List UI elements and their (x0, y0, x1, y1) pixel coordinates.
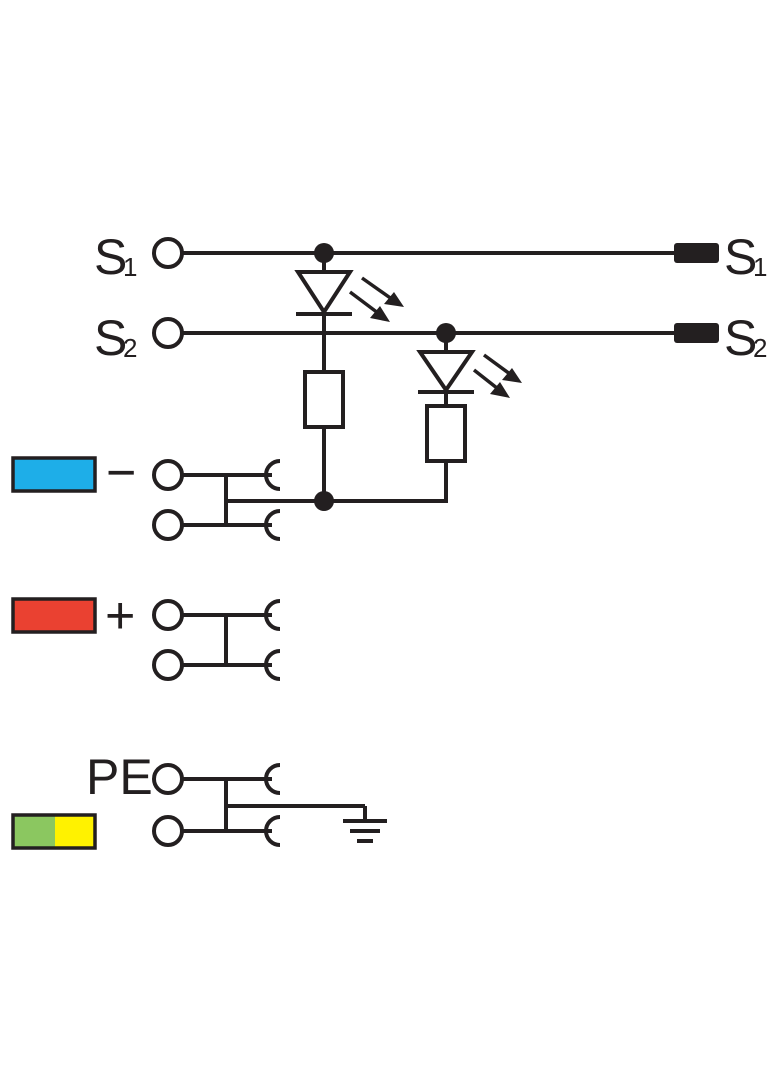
s2-right-subscript: 2 (753, 333, 767, 363)
s1-right-terminal (674, 243, 719, 263)
s2-left-subscript: 2 (123, 333, 137, 363)
pe-label: PE (86, 749, 153, 805)
s2-right-label: S (724, 310, 757, 366)
resistor-1 (303, 370, 345, 501)
s2-left-label: S (94, 310, 127, 366)
s1-right-label: S (724, 229, 757, 285)
s2-left-terminal (152, 317, 184, 349)
s1-left-label: S (94, 229, 127, 285)
s2-line (152, 317, 719, 349)
minus-sign: − (106, 444, 136, 502)
minus-color-marker (11, 456, 97, 493)
pe-terminal-block (152, 763, 367, 847)
plus-color-marker (11, 597, 97, 634)
s1-left-subscript: 1 (123, 252, 137, 282)
s1-line (152, 237, 719, 269)
minus-terminal-block (152, 459, 281, 541)
resistor-2 (425, 404, 467, 501)
s1-left-terminal (152, 237, 184, 269)
s1-right-subscript: 1 (753, 252, 767, 282)
led-1-icon (294, 253, 404, 372)
plus-sign: + (105, 587, 135, 645)
ground-icon (343, 819, 387, 843)
minus-junction-node (314, 491, 334, 511)
s2-right-terminal (674, 323, 719, 343)
pe-color-marker (11, 813, 97, 850)
led-2-icon (416, 333, 522, 406)
plus-terminal-block (152, 599, 281, 681)
